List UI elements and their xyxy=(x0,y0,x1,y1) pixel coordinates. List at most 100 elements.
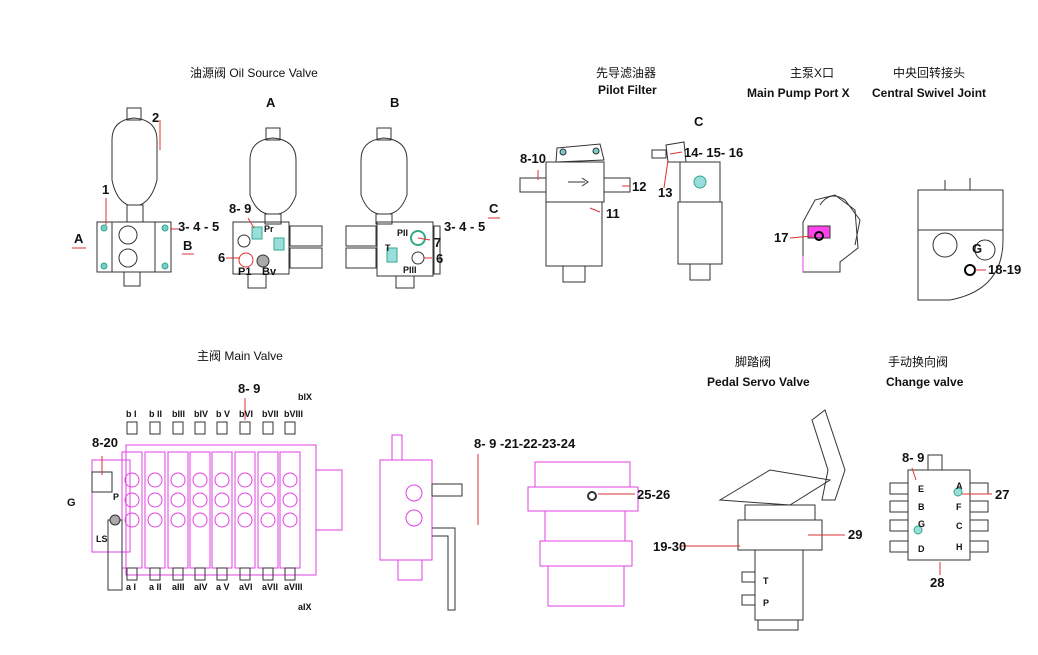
pedal-servo-valve xyxy=(718,409,846,631)
valve-spool xyxy=(124,512,140,528)
view-c-label: C xyxy=(694,114,704,129)
callout-8-9: 8- 9 xyxy=(229,201,252,216)
callout-2: 2 xyxy=(152,110,160,125)
port-fitting xyxy=(194,421,206,435)
port-label-a: aVI xyxy=(239,582,253,592)
port-fitting xyxy=(194,567,206,581)
oil-source-valve-view-a xyxy=(232,127,323,289)
valve-section xyxy=(189,451,211,569)
change-valve-port-label: H xyxy=(956,542,963,552)
port-fitting xyxy=(262,421,274,435)
callout-3-4-5: 3- 4 - 5 xyxy=(178,219,220,234)
change-title-en: Change valve xyxy=(886,375,964,389)
valve-spool xyxy=(237,512,253,528)
port-fitting xyxy=(172,567,184,581)
change-valve-port-label: F xyxy=(956,502,962,512)
port-fitting xyxy=(969,500,989,513)
view-a-label: A xyxy=(266,95,276,110)
port-label-b: bIV xyxy=(194,409,209,419)
port-fitting xyxy=(149,567,161,581)
callout-6-b: 6 xyxy=(436,251,444,266)
port-p-main: P xyxy=(113,492,120,502)
pilot-filter-title-en: Pilot Filter xyxy=(598,83,657,97)
port-fitting xyxy=(889,540,909,553)
valve-spool xyxy=(147,472,163,488)
callout-19-30: 19-30 xyxy=(653,539,687,554)
valve-section xyxy=(279,451,301,569)
port-fitting xyxy=(889,482,909,495)
callout-8-10: 8-10 xyxy=(520,151,547,166)
port-label-a: aVIII xyxy=(284,582,303,592)
valve-spool xyxy=(170,492,186,508)
port-label-b: bIX xyxy=(298,392,313,402)
valve-spool xyxy=(170,512,186,528)
leader-lines xyxy=(72,151,992,575)
valve-spool xyxy=(192,492,208,508)
port-pr: Pr xyxy=(264,224,274,234)
port-fitting xyxy=(126,567,138,581)
port-fitting xyxy=(239,567,251,581)
central-swivel-joint xyxy=(917,178,1004,301)
valve-spool xyxy=(214,512,230,528)
pedal-title-en: Pedal Servo Valve xyxy=(707,375,810,389)
port-label-a: aIII xyxy=(172,582,185,592)
port-fitting xyxy=(969,482,989,495)
main-pump-port-x xyxy=(802,194,861,273)
valve-spool xyxy=(237,492,253,508)
valve-spool xyxy=(147,512,163,528)
port-fitting xyxy=(889,519,909,532)
port-fitting xyxy=(889,500,909,513)
port-label-b: b II xyxy=(149,409,162,419)
valve-spool xyxy=(192,512,208,528)
change-valve-port-label: G xyxy=(918,519,926,529)
oil-source-valve-title: 油源阀 Oil Source Valve xyxy=(190,66,318,80)
valve-spool xyxy=(237,472,253,488)
port-g-swivel: G xyxy=(972,241,983,256)
port-t: T xyxy=(385,243,391,253)
callout-25-26: 25-26 xyxy=(637,487,671,502)
port-label-a: a V xyxy=(216,582,230,592)
valve-section xyxy=(211,451,233,569)
callout-8-9-main: 8- 9 xyxy=(238,381,261,396)
pilot-filter-front xyxy=(519,143,631,283)
callout-1: 1 xyxy=(102,182,110,197)
slewing-unit xyxy=(527,461,639,607)
port-piii: PIII xyxy=(403,265,417,275)
main-pump-title-en: Main Pump Port X xyxy=(747,86,850,100)
swing-valve xyxy=(379,434,463,611)
pedal-title-cn: 脚踏阀 xyxy=(735,355,772,369)
valve-spool xyxy=(282,512,298,528)
callout-13: 13 xyxy=(658,185,673,200)
swivel-title-cn: 中央回转接头 xyxy=(893,66,966,80)
port-label-b: bVI xyxy=(239,409,254,419)
callout-27: 27 xyxy=(995,487,1010,502)
callout-28: 28 xyxy=(930,575,945,590)
port-label-a: a II xyxy=(149,582,162,592)
port-fitting xyxy=(216,421,228,435)
callout-12: 12 xyxy=(632,179,647,194)
change-valve xyxy=(889,454,989,561)
port-label-b: bVII xyxy=(262,409,279,419)
port-fitting xyxy=(216,567,228,581)
port-label-b: b I xyxy=(126,409,137,419)
pedal-port-t: T xyxy=(763,576,769,586)
main-valve-title: 主阀 Main Valve xyxy=(197,349,283,363)
callout-8-9-change: 8- 9 xyxy=(902,450,925,465)
valve-spool xyxy=(214,472,230,488)
callout-6: 6 xyxy=(218,250,226,265)
callout-18-19: 18-19 xyxy=(988,262,1022,277)
port-g-main: G xyxy=(67,497,76,509)
port-fitting xyxy=(239,421,251,435)
valve-spool xyxy=(124,472,140,488)
port-label-a: aVII xyxy=(262,582,279,592)
change-valve-port-label: E xyxy=(918,484,925,494)
port-bv: Bv xyxy=(262,266,277,278)
pilot-filter-view-c xyxy=(651,141,723,281)
valve-spool xyxy=(260,472,276,488)
port-fitting xyxy=(969,519,989,532)
port-p1: P1 xyxy=(238,266,252,278)
change-valve-port-label: C xyxy=(956,521,963,531)
port-label-b: bVIII xyxy=(284,409,304,419)
callout-29: 29 xyxy=(848,527,863,542)
pilot-filter-title-cn: 先导滤油器 xyxy=(596,66,657,80)
